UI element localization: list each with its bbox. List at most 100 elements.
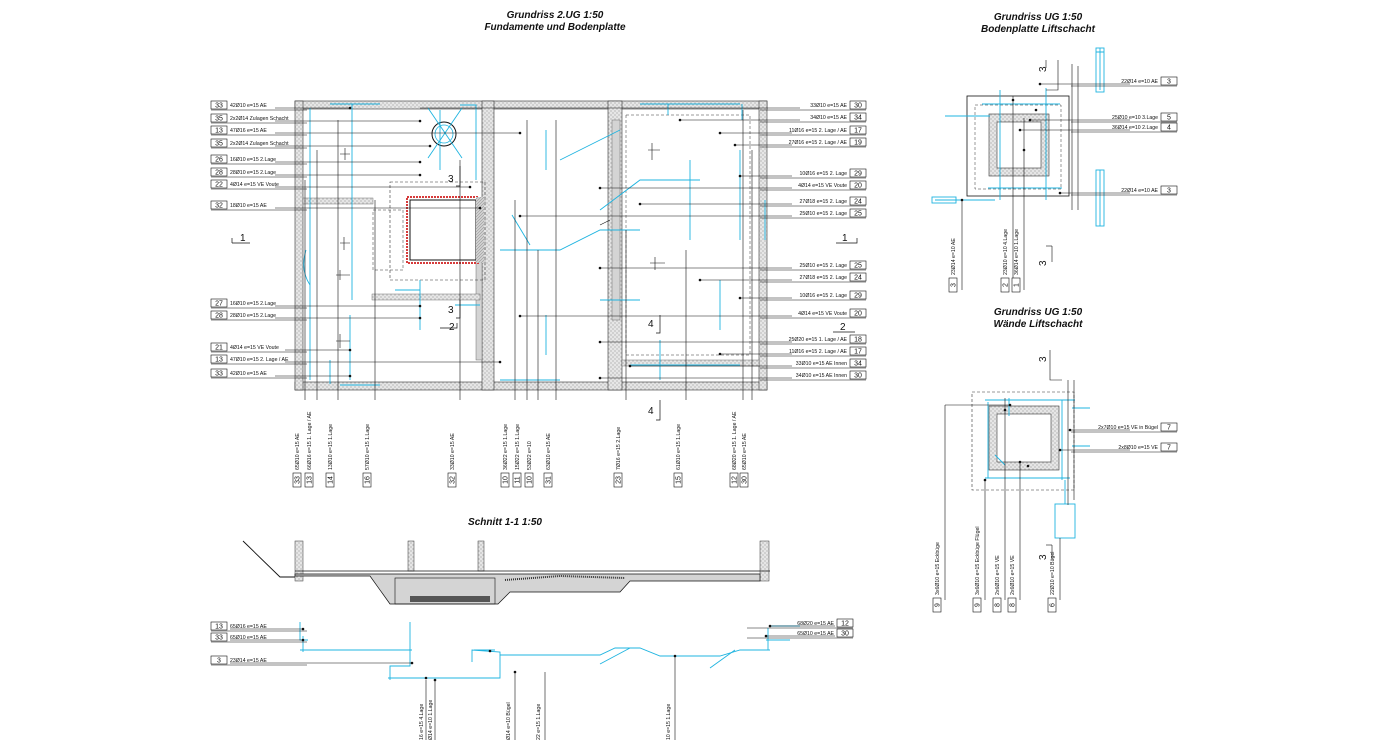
section-left-callout-box xyxy=(210,655,228,665)
main-bottom-callout-number: 10 xyxy=(527,476,534,484)
main-bottom-callout-number: 31 xyxy=(546,476,553,484)
main-right-callout-box xyxy=(849,168,867,178)
main-right-callout-box xyxy=(849,112,867,122)
main-right-callout-box xyxy=(849,260,867,270)
ug-plate-callout-number: 3 xyxy=(1167,79,1171,86)
main-left-callout-text: 4Ø14 e=15 VE Voute xyxy=(230,182,279,188)
section-pit xyxy=(394,577,496,605)
section-marker-right-1-text: 1 xyxy=(842,233,848,244)
main-right-callout-box xyxy=(849,370,867,380)
main-bottom-callout: 11 15Ø22 e=15 1.Lage xyxy=(512,424,522,488)
section-marker-2b-text: 2 xyxy=(840,322,846,333)
ug-plate-marker-3b: 3 xyxy=(1038,260,1049,266)
main-bottom-callout-text: 68Ø20 e=15 1. Lage / AE xyxy=(732,411,738,470)
ug-walls-bottom-callout-number: 9 xyxy=(975,603,982,607)
main-bottom-callout-text: 36Ø22 e=15 1.Lage xyxy=(503,424,509,470)
section-marker-4a-text: 4 xyxy=(648,319,654,330)
main-bottom-callout-number: 16 xyxy=(365,476,372,484)
main-left-callout-number: 13 xyxy=(215,128,223,135)
section-bottom-callout-text: 22 e=15 1.Lage xyxy=(536,704,542,740)
main-bottom-callout-number: 23 xyxy=(616,476,623,484)
main-left-callout-box xyxy=(210,167,228,177)
main-right-callout-box xyxy=(849,272,867,282)
section-wall-right xyxy=(759,540,770,582)
main-plan-title-line1: Grundriss 2.UG 1:50 xyxy=(506,10,604,21)
section-marker-3a: 3 xyxy=(448,166,461,187)
main-bottom-callout-number: 30 xyxy=(742,476,749,484)
section-marker-4a: 4 xyxy=(648,315,661,334)
ug-walls-bottom-callout-text: 3x6Ø10 e=15 Eckbüge xyxy=(935,542,941,595)
main-left-callout-box xyxy=(210,138,228,148)
section-right-callout-number: 12 xyxy=(841,621,849,628)
ug-plate-marker-3a: 3 xyxy=(1038,66,1049,72)
main-left-callout-text: 2x2Ø14 Zulagen Schacht xyxy=(230,141,289,147)
section-left-callout-number: 13 xyxy=(215,624,223,631)
ug-plate-callout-text: 22Ø14 e=10 AE xyxy=(1121,188,1158,194)
main-right-callout-number: 19 xyxy=(854,140,862,147)
main-bottom-callout-number: 13 xyxy=(307,476,314,484)
main-wall-left xyxy=(294,100,304,391)
main-left-callout-box xyxy=(210,113,228,123)
ug-plate-callout-text: 36Ø14 e=10 2.Lage xyxy=(1112,125,1158,131)
main-bottom-callout-number: 12 xyxy=(732,476,739,484)
ug-plate-wall-inner xyxy=(996,121,1042,169)
main-left-callout-number: 26 xyxy=(215,157,223,164)
section-bottom-callout: Ø14 e=10 Bügel xyxy=(506,702,512,740)
main-right-callout-text: 34Ø10 e=15 AE xyxy=(810,115,847,121)
section-title-text: Schnitt 1-1 1:50 xyxy=(468,517,542,528)
main-bottom-callout-text: 13Ø10 e=15 1.Lage xyxy=(328,424,334,470)
main-wall-right xyxy=(758,100,768,391)
ug-walls-leaders xyxy=(944,350,1130,600)
main-left-callout-text: 42Ø10 e=15 AE xyxy=(230,103,267,109)
ug-plate-callout-box xyxy=(1160,122,1178,132)
ug-plate-dashed xyxy=(974,104,1062,190)
main-right-callout-number: 17 xyxy=(854,128,862,135)
ug-walls-bottom-callout-text: 22Ø10 e=10 Bügel xyxy=(1050,552,1056,595)
main-dim-brackets xyxy=(336,143,665,348)
ug-walls-title-line2: Wände Liftschacht xyxy=(993,319,1083,330)
main-bottom-callout-text: 63Ø10 e=15 AE xyxy=(546,433,552,470)
main-right-callout-number: 20 xyxy=(854,311,862,318)
main-bottom-callout-number: 11 xyxy=(515,476,522,483)
ug-plate-bottom-callout-number: 3 xyxy=(951,283,958,287)
main-left-callout-number: 13 xyxy=(215,357,223,364)
main-right-callout-text: 34Ø10 e=15 AE Innen xyxy=(796,373,847,379)
main-bottom-callout-text: 15Ø22 e=15 1.Lage xyxy=(515,424,521,470)
ug-plate-bottom-callout-number: 1 xyxy=(1014,283,1021,287)
section-title: Schnitt 1-1 1:50 xyxy=(440,517,570,529)
main-bottom-callout-box xyxy=(543,472,553,488)
section-right-callout-box xyxy=(836,618,854,628)
ug-plate-leaders xyxy=(961,60,1130,290)
main-left-callout-text: 28Ø10 e=15 2.Lage xyxy=(230,313,276,319)
main-right-callout-text: 33Ø10 e=15 AE xyxy=(810,103,847,109)
main-right-callout-box xyxy=(849,290,867,300)
section-marker-2a-text: 2 xyxy=(449,322,455,333)
ug-plate-bottom-callout-box xyxy=(1000,277,1010,293)
main-left-callout-text: 28Ø10 e=15 2.Lage xyxy=(230,170,276,176)
main-bottom-callout: 12 68Ø20 e=15 1. Lage / AE xyxy=(729,411,739,488)
main-left-callout-text: 16Ø10 e=15 2.Lage xyxy=(230,157,276,163)
ug-plate-callout-number: 4 xyxy=(1167,125,1171,132)
